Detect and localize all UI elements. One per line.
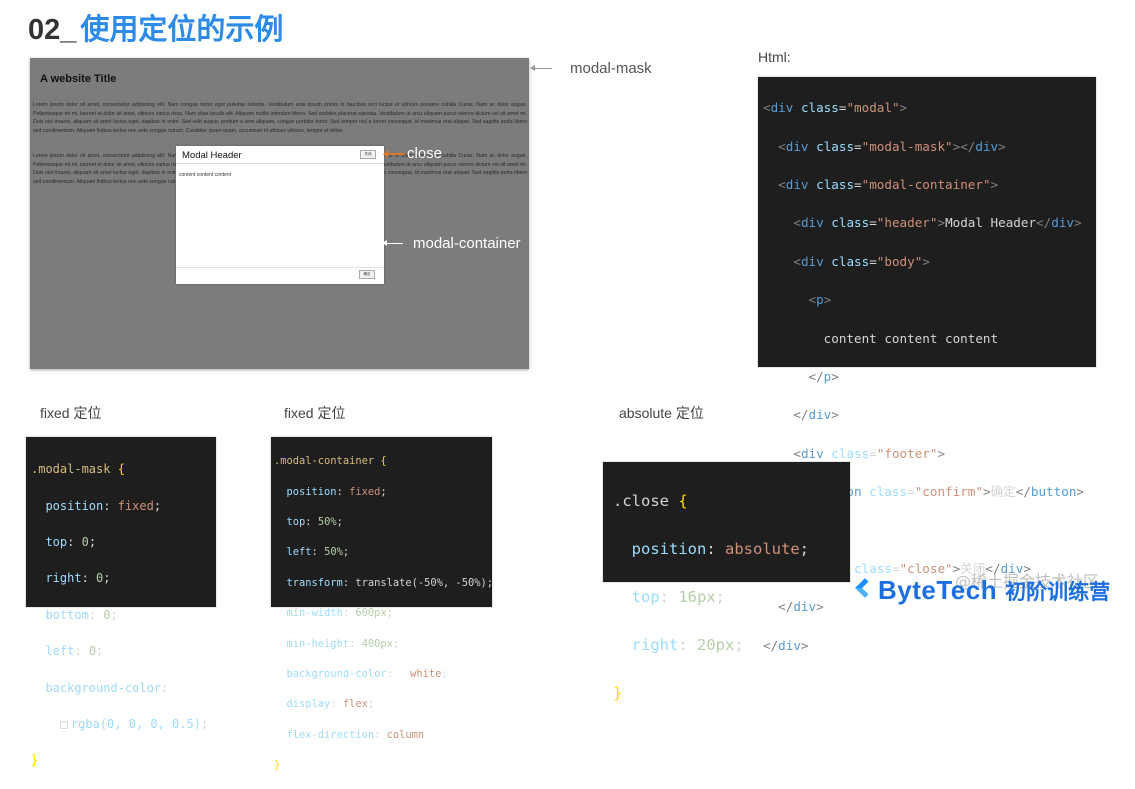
code-line: </p> [808,369,839,385]
slide-title: 02_ 使用定位的示例 [28,6,283,48]
container-css-code-block: .modal-container { position: fixed; top:… [271,437,493,771]
color-swatch-icon [59,721,68,730]
modal-header: Modal Header [182,150,242,161]
annotation-close-label: close [407,145,443,162]
modal-container-demo: Modal Header 关闭 content content content … [176,146,384,284]
close-css-code-block: .close { position: absolute; top: 16px; … [603,462,850,702]
html-label: Html: [758,49,791,65]
annotation-modal-container: modal-container [382,235,521,252]
code-line: <div class="header">Modal Header</div> [793,215,1082,231]
code-line: <div class="body"> [793,253,930,269]
modal-header-divider [176,163,384,164]
code-line: <div class="modal"> [763,100,908,116]
website-title: A website Title [40,73,117,85]
html-code-block: <div class="modal"> <div class="modal-ma… [758,77,1096,653]
code-line: content content content [823,330,999,346]
code-line: <p> [808,292,832,308]
annotation-modal-container-label: modal-container [413,235,521,252]
mask-css-code-block: .modal-mask { position: fixed; top: 0; r… [26,437,216,767]
arrow-left-icon [530,65,552,71]
arrow-left-icon [382,240,403,245]
container-section-label: fixed 定位 [284,405,346,421]
modal-body: content content content [179,172,231,178]
brand-name: ByteTech [878,575,998,605]
modal-close-button[interactable]: 关闭 [360,150,376,159]
modal-confirm-button[interactable]: 确定 [359,270,375,279]
section-title: 使用定位的示例 [80,12,284,46]
annotation-modal-mask: modal-mask [530,60,652,77]
code-line: </div> [793,407,839,423]
code-line: <div class="modal-container"> [778,177,999,193]
bytetech-logo: ByteTech 初阶训练营 [856,575,1110,606]
brand-subtitle: 初阶训练营 [1005,579,1111,604]
annotation-modal-mask-label: modal-mask [570,60,652,77]
demo-screenshot: A website Title Lorem ipsum dolor sit am… [30,58,529,369]
lorem-paragraph-1: Lorem ipsum dolor sit amet, consectetur … [33,102,527,134]
code-line: <div class="footer"> [793,445,946,461]
annotation-close: close [383,145,443,162]
code-line: <button class="confirm">确定</button> [809,484,1085,500]
section-number: 02_ [28,14,77,46]
chevron-left-logo-icon [856,579,872,603]
watermark: @稀土掘金技术社区 [955,572,1100,591]
color-swatch-icon [399,670,408,679]
mask-section-label: fixed 定位 [40,405,102,421]
code-line: <div class="modal-mask"></div> [778,138,1006,154]
modal-footer-divider [176,267,384,268]
close-section-label: absolute 定位 [619,405,704,421]
arrow-left-icon [383,149,405,158]
